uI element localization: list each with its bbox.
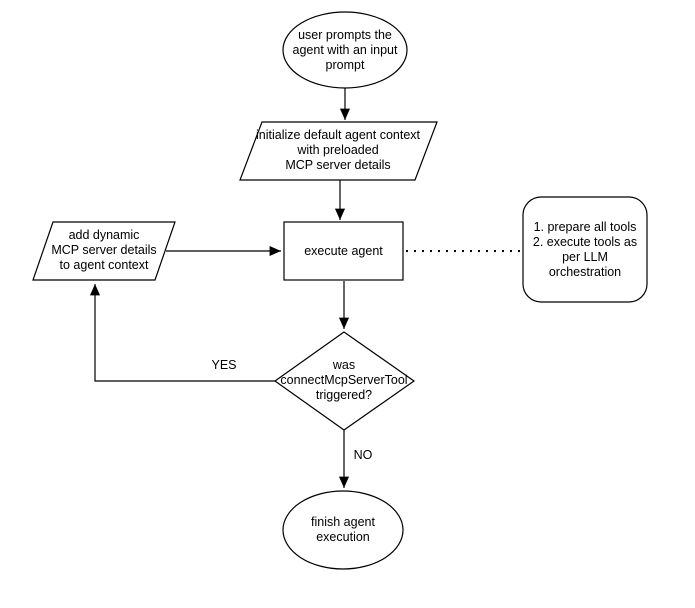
add-dynamic-parallelogram [32, 221, 176, 281]
finish-node-ellipse [282, 490, 404, 570]
decision-diamond [273, 331, 416, 431]
start-node-ellipse [282, 11, 408, 89]
tools-note-rounded-rectangle [522, 196, 648, 303]
edge-decision-yes-to-adddynamic [89, 284, 275, 382]
execute-agent-rectangle [283, 221, 404, 281]
init-context-parallelogram [239, 121, 438, 181]
